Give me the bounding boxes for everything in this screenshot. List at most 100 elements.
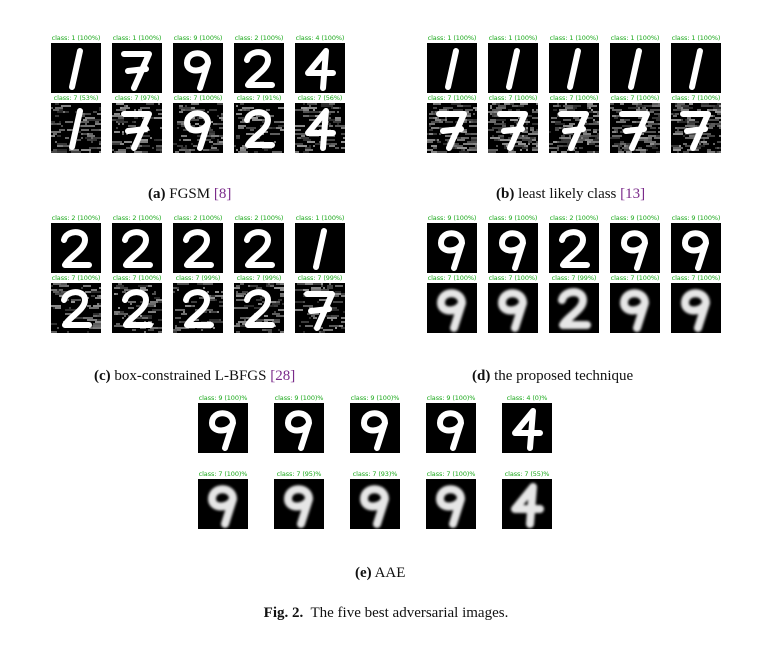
image-cell: class: 7 (97%): [109, 94, 165, 153]
class-label: class: 9 (100%): [488, 214, 538, 222]
image-cell: class: 1 (100%): [668, 34, 724, 93]
digit-image: [549, 283, 599, 333]
class-label: class: 1 (100%): [51, 34, 101, 42]
digit-image: [112, 283, 162, 333]
class-label: class: 9 (100%): [173, 34, 223, 42]
class-label: class: 1 (100%): [671, 34, 721, 42]
class-label: class: 7 (56%): [297, 94, 343, 102]
digit-image: [234, 223, 284, 273]
class-label: class: 7 (100%): [427, 94, 477, 102]
image-cell: class: 7 (100)%: [423, 470, 479, 529]
image-cell: class: 1 (100%): [607, 34, 663, 93]
image-cell: class: 7 (100%): [607, 274, 663, 333]
image-cell: class: 9 (100)%: [195, 394, 251, 453]
subcaption-d: (d) the proposed technique: [472, 368, 634, 384]
class-label: class: 7 (100%): [671, 274, 721, 282]
image-cell: class: 7 (100)%: [195, 470, 251, 529]
digit-image: [350, 403, 400, 453]
digit-image: [488, 223, 538, 273]
class-label: class: 1 (100%): [610, 34, 660, 42]
class-label: class: 7 (53%): [53, 94, 99, 102]
digit-image: [295, 283, 345, 333]
digit-image: [350, 479, 400, 529]
class-label: class: 1 (100%): [488, 34, 538, 42]
digit-image: [426, 479, 476, 529]
image-cell: class: 4 (0)%: [499, 394, 555, 453]
image-cell: class: 7 (55)%: [499, 470, 555, 529]
image-cell: class: 7 (100%): [607, 94, 663, 153]
digit-image: [671, 283, 721, 333]
class-label: class: 2 (100%): [549, 214, 599, 222]
digit-image: [427, 223, 477, 273]
digit-image: [488, 43, 538, 93]
image-cell: class: 2 (100%): [231, 214, 287, 273]
class-label: class: 7 (100%): [51, 274, 101, 282]
class-label: class: 9 (100)%: [198, 394, 248, 402]
class-label: class: 9 (100%): [671, 214, 721, 222]
class-label: class: 7 (100%): [610, 94, 660, 102]
digit-image: [426, 403, 476, 453]
image-cell: class: 9 (100%): [424, 214, 480, 273]
digit-image: [427, 283, 477, 333]
image-cell: class: 9 (100%): [485, 214, 541, 273]
image-cell: class: 1 (100%): [109, 34, 165, 93]
class-label: class: 1 (100%): [112, 34, 162, 42]
image-cell: class: 2 (100%): [231, 34, 287, 93]
image-cell: class: 7 (100%): [48, 274, 104, 333]
image-cell: class: 2 (100%): [170, 214, 226, 273]
image-cell: class: 2 (100%): [109, 214, 165, 273]
image-cell: class: 2 (100%): [546, 214, 602, 273]
image-cell: class: 7 (99%): [546, 274, 602, 333]
subcaption-e: (e) AAE: [355, 565, 406, 581]
class-label: class: 7 (100%): [173, 94, 223, 102]
image-cell: class: 1 (100%): [485, 34, 541, 93]
image-cell: class: 1 (100%): [48, 34, 104, 93]
class-label: class: 1 (100%): [295, 214, 345, 222]
image-cell: class: 7 (100%): [546, 94, 602, 153]
class-label: class: 9 (100%): [610, 214, 660, 222]
digit-image: [502, 479, 552, 529]
image-cell: class: 9 (100)%: [271, 394, 327, 453]
image-cell: class: 7 (100%): [668, 274, 724, 333]
digit-image: [295, 103, 345, 153]
image-cell: class: 1 (100%): [292, 214, 348, 273]
digit-image: [671, 223, 721, 273]
image-cell: class: 7 (100%): [424, 94, 480, 153]
image-cell: class: 9 (100)%: [347, 394, 403, 453]
digit-image: [610, 283, 660, 333]
digit-image: [173, 223, 223, 273]
digit-image: [295, 43, 345, 93]
digit-image: [112, 223, 162, 273]
digit-image: [427, 43, 477, 93]
digit-image: [173, 43, 223, 93]
digit-image: [51, 43, 101, 93]
class-label: class: 7 (100%): [549, 94, 599, 102]
class-label: class: 7 (100)%: [426, 470, 476, 478]
digit-image: [274, 403, 324, 453]
class-label: class: 7 (91%): [236, 94, 282, 102]
digit-image: [198, 403, 248, 453]
citation-ref: [8]: [213, 186, 232, 202]
digit-image: [234, 43, 284, 93]
digit-image: [671, 43, 721, 93]
image-cell: class: 9 (100%): [668, 214, 724, 273]
image-cell: class: 7 (99%): [292, 274, 348, 333]
digit-image: [51, 283, 101, 333]
class-label: class: 7 (100)%: [198, 470, 248, 478]
image-cell: class: 7 (100%): [109, 274, 165, 333]
citation-ref: [28]: [270, 368, 296, 384]
image-cell: class: 7 (93)%: [347, 470, 403, 529]
digit-image: [295, 223, 345, 273]
class-label: class: 2 (100%): [173, 214, 223, 222]
image-cell: class: 7 (100%): [668, 94, 724, 153]
subcaption-a: (a) FGSM [8]: [148, 186, 232, 202]
digit-image: [51, 103, 101, 153]
citation-ref: [13]: [620, 186, 646, 202]
digit-image: [274, 479, 324, 529]
class-label: class: 4 (100%): [295, 34, 345, 42]
image-cell: class: 1 (100%): [546, 34, 602, 93]
digit-image: [51, 223, 101, 273]
image-cell: class: 9 (100%): [170, 34, 226, 93]
digit-image: [610, 43, 660, 93]
